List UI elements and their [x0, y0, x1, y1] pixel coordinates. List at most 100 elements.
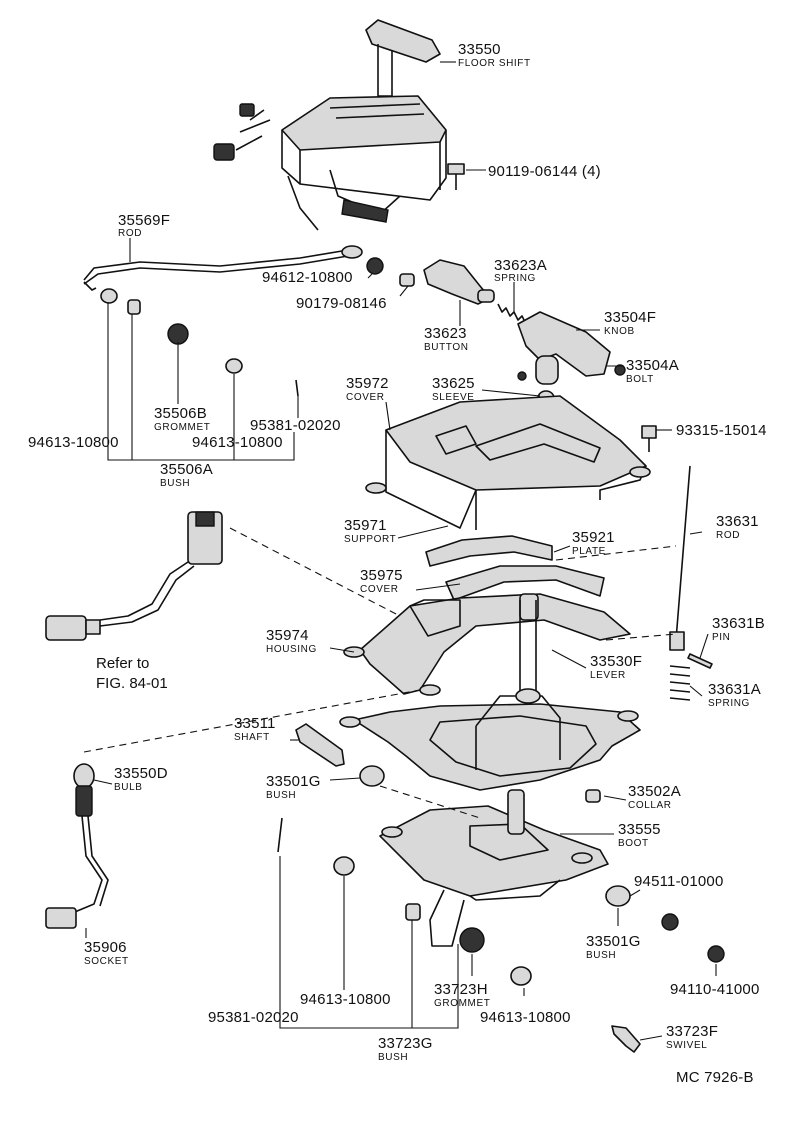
bulb-socket-assembly	[45, 763, 109, 929]
bolt-33504a	[614, 364, 626, 376]
label-33511-num: 33511	[234, 715, 276, 732]
label-33723h-num: 33723H	[434, 981, 488, 998]
label-33631-name: ROD	[716, 530, 740, 541]
label-95381-upper-num: 95381-02020	[250, 417, 341, 434]
base-bracket	[339, 688, 641, 791]
bush-35506a-small	[127, 299, 141, 315]
label-33504f-num: 33504F	[604, 309, 656, 326]
floor-shift-assembly	[213, 19, 447, 231]
label-33530f-name: LEVER	[590, 670, 626, 681]
label-94613-a-num: 94613-10800	[28, 434, 119, 451]
label-35975-num: 35975	[360, 567, 403, 584]
cover-35972	[365, 395, 651, 530]
label-94110-num: 94110-41000	[670, 981, 760, 998]
label-35569f-name: ROD	[118, 228, 142, 239]
nut-small	[517, 371, 527, 381]
label-35506a-num: 35506A	[160, 461, 213, 478]
label-33555-num: 33555	[618, 821, 661, 838]
label-94612-num: 94612-10800	[262, 269, 353, 286]
grommet-33723h	[459, 927, 485, 953]
label-33723h-name: GROMMET	[434, 998, 490, 1009]
button-33623	[423, 259, 495, 305]
label-33504a-num: 33504A	[626, 357, 679, 374]
label-35506b-name: GROMMET	[154, 422, 210, 433]
label-35906-name: SOCKET	[84, 956, 129, 967]
cotter-pin-95381-lower	[277, 817, 283, 853]
reference-line-1: Refer to	[96, 655, 149, 672]
pin-33631b	[687, 653, 713, 669]
label-35974-num: 35974	[266, 627, 309, 644]
plate-35921	[425, 535, 553, 567]
label-33623a-num: 33623A	[494, 257, 547, 274]
bolt-90179	[399, 273, 415, 287]
reference-line-2: FIG. 84-01	[96, 675, 168, 692]
label-33625-name: SLEEVE	[432, 392, 475, 403]
rod-33631	[669, 465, 691, 651]
washer-94613-mid	[225, 358, 243, 374]
label-33723f-num: 33723F	[666, 1023, 718, 1040]
label-33501g-upper-name: BUSH	[266, 790, 296, 801]
label-33501g-upper-num: 33501G	[266, 773, 321, 790]
label-33504a-name: BOLT	[626, 374, 654, 385]
label-35971-num: 35971	[344, 517, 387, 534]
label-94613-b-num: 94613-10800	[192, 434, 283, 451]
rod-35569f	[83, 245, 363, 291]
label-33550d-name: BULB	[114, 782, 143, 793]
label-33550-name: FLOOR SHIFT	[458, 58, 531, 69]
spring-33623a	[497, 303, 527, 325]
bolt-90119	[447, 163, 465, 190]
label-94613-c-num: 94613-10800	[300, 991, 391, 1008]
label-35921-name: PLATE	[572, 546, 606, 557]
boot-33555	[379, 789, 609, 947]
label-33501g-lower-num: 33501G	[586, 933, 641, 950]
connector-harness	[45, 511, 223, 641]
bush-33501g-upper	[359, 765, 385, 787]
grommet-35506b	[167, 323, 189, 345]
label-33623a-name: SPRING	[494, 273, 536, 284]
swivel-33723f	[611, 1025, 641, 1053]
label-33625-num: 33625	[432, 375, 475, 392]
label-33502a-num: 33502A	[628, 783, 681, 800]
label-95381-lower-num: 95381-02020	[208, 1009, 299, 1026]
label-35906-num: 35906	[84, 939, 127, 956]
spring-33631a	[669, 665, 691, 701]
label-35569f-num: 35569F	[118, 212, 170, 229]
label-90179-num: 90179-08146	[296, 295, 387, 312]
collar-33502a	[585, 789, 601, 803]
label-94511-num: 94511-01000	[634, 873, 724, 890]
washer-94613-lower-right	[510, 966, 532, 986]
bush-33723g	[405, 903, 421, 921]
lever-33530f	[517, 593, 539, 703]
label-33723f-name: SWIVEL	[666, 1040, 707, 1051]
label-33723g-num: 33723G	[378, 1035, 433, 1052]
leader-lines	[85, 61, 717, 1041]
figure-code: MC 7926-B	[676, 1069, 754, 1086]
label-35972-num: 35972	[346, 375, 389, 392]
label-35921-num: 35921	[572, 529, 615, 546]
label-35972-name: COVER	[346, 392, 385, 403]
label-35975-name: COVER	[360, 584, 399, 595]
washer-94613-left	[100, 288, 118, 304]
alignment-lines	[83, 527, 677, 819]
cover-35975	[445, 565, 605, 601]
label-90119-num: 90119-06144 (4)	[488, 163, 601, 180]
label-33631b-num: 33631B	[712, 615, 765, 632]
knob-33504f	[517, 311, 611, 385]
label-94613-d-num: 94613-10800	[480, 1009, 571, 1026]
label-33504f-name: KNOB	[604, 326, 635, 337]
label-35506a-name: BUSH	[160, 478, 190, 489]
label-33550-num: 33550	[458, 41, 501, 58]
label-93315-num: 93315-15014	[676, 422, 767, 439]
nut-94511	[661, 913, 679, 931]
label-33555-name: BOOT	[618, 838, 649, 849]
label-33511-name: SHAFT	[234, 732, 270, 743]
label-33723g-name: BUSH	[378, 1052, 408, 1063]
label-35506b-num: 35506B	[154, 405, 207, 422]
label-33501g-lower-name: BUSH	[586, 950, 616, 961]
label-33631-num: 33631	[716, 513, 759, 530]
label-35971-name: SUPPORT	[344, 534, 396, 545]
bolt-93315	[641, 425, 657, 452]
nut-94110	[707, 945, 725, 963]
housing-35974	[343, 593, 631, 696]
